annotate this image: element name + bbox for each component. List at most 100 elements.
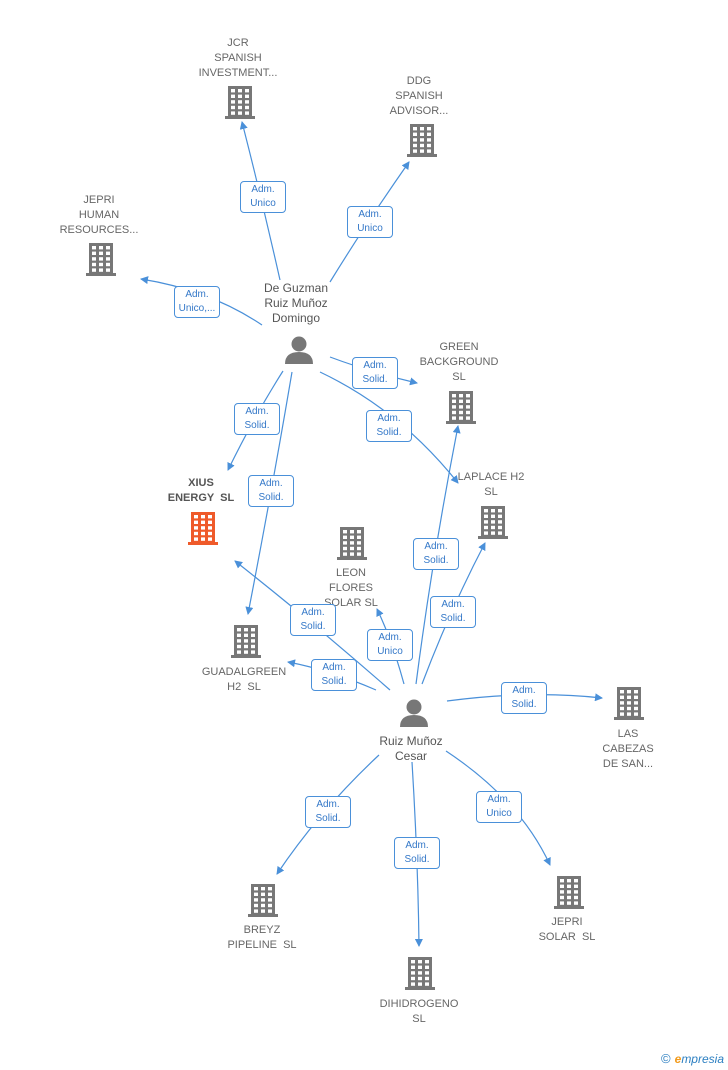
node-label-line: SPANISH xyxy=(395,90,443,102)
copyright-icon: © xyxy=(661,1051,671,1066)
building-icon[interactable] xyxy=(188,512,218,545)
edge-label-line: Adm. xyxy=(512,685,536,696)
building-icon[interactable] xyxy=(86,243,116,276)
person-icon[interactable] xyxy=(285,336,313,365)
node-label-line: Cesar xyxy=(394,749,428,763)
building-icon[interactable] xyxy=(248,884,278,917)
edge-label-line: Adm. xyxy=(316,799,340,810)
empresia-logo[interactable]: ©empresia xyxy=(661,1051,724,1066)
edge-label-line: Adm. xyxy=(301,607,325,618)
edge-label-line: Solid. xyxy=(258,492,284,503)
node-label-line: Domingo xyxy=(271,311,321,325)
brand-initial: e xyxy=(674,1052,682,1066)
edge-label-line: Solid. xyxy=(376,427,402,438)
person-icon[interactable] xyxy=(400,699,428,728)
edge-label-cesar-to-las_cabezas[interactable]: Adm. Solid. xyxy=(501,682,547,714)
edge-label-guzman-to-green_bg[interactable]: Adm.Solid. xyxy=(352,357,398,389)
building-icon[interactable] xyxy=(478,506,508,539)
node-label-line: BACKGROUND xyxy=(419,356,499,368)
edge-label-line: Adm. xyxy=(378,632,402,643)
edge-label-line: Solid. xyxy=(321,676,347,687)
edge-label-cesar-to-leon[interactable]: Adm.Unico xyxy=(367,629,413,661)
edge-label-line: Solid. xyxy=(362,374,388,385)
edge-label-line: Solid. xyxy=(244,420,270,431)
node-label-line: GUADALGREEN xyxy=(201,666,287,678)
building-icon[interactable] xyxy=(554,876,584,909)
edge-label-line: Adm. xyxy=(405,840,429,851)
edge-label-line: Adm. xyxy=(185,289,209,300)
node-label-line: Ruiz Muñoz xyxy=(264,296,328,310)
node-label-line: SOLAR SL xyxy=(538,931,596,943)
edge-label-cesar-to-jepri_solar[interactable]: Adm. Unico xyxy=(476,791,522,823)
node-label-line: JEPRI xyxy=(83,194,115,206)
edge-label-guzman-to-xius[interactable]: Adm.Solid. xyxy=(234,403,280,435)
edge-label-cesar-to-laplace[interactable]: Adm.Solid. xyxy=(430,596,476,628)
node-label-las_cabezas[interactable]: LAS CABEZAS DE SAN... xyxy=(602,727,653,772)
building-icon[interactable] xyxy=(337,527,367,560)
node-label-line: LAPLACE H2 xyxy=(457,471,525,483)
node-label-line: HUMAN xyxy=(78,209,120,221)
node-label-line: Ruiz Muñoz xyxy=(379,734,443,748)
edge-label-line: Adm. xyxy=(377,413,401,424)
node-label-line: ADVISOR... xyxy=(389,105,449,117)
node-label-line: RESOURCES... xyxy=(59,224,139,236)
node-label-line: XIUS xyxy=(188,477,214,489)
building-icon[interactable] xyxy=(225,86,255,119)
edge-label-line: Solid. xyxy=(423,555,449,566)
node-label-line: LEON xyxy=(336,567,366,579)
node-label-line: INVESTMENT... xyxy=(198,67,278,79)
edge-label-line: Adm. xyxy=(322,662,346,673)
edge-label-line: Unico xyxy=(357,223,383,234)
edge-label-line: Adm. xyxy=(487,794,511,805)
building-icon[interactable] xyxy=(407,124,437,157)
node-label-xius[interactable]: XIUS ENERGY SL xyxy=(168,476,234,506)
node-label-line: DIHIDROGENO xyxy=(379,998,459,1010)
edge-label-line: Solid. xyxy=(511,699,537,710)
edge-label-cesar-to-breyz[interactable]: Adm. Solid. xyxy=(305,796,351,828)
edge-label-line: Solid. xyxy=(315,813,341,824)
node-label-line: JEPRI xyxy=(551,916,583,928)
building-icon[interactable] xyxy=(231,625,261,658)
edge-label-guzman-to-jepri_hr[interactable]: Adm. Unico,... xyxy=(174,286,220,318)
edge-label-cesar-to-xius[interactable]: Adm. Solid. xyxy=(290,604,336,636)
building-icon[interactable] xyxy=(405,957,435,990)
node-label-line: DE SAN... xyxy=(602,758,654,770)
edge-label-line: Unico xyxy=(486,808,512,819)
edge-label-line: Unico xyxy=(250,198,276,209)
node-label-line: LAS xyxy=(617,728,639,740)
node-label-laplace[interactable]: LAPLACE H2 SL xyxy=(458,470,525,500)
node-label-line: JCR xyxy=(227,37,249,49)
edge-label-line: Unico,... xyxy=(178,303,216,314)
edge-label-line: Adm. xyxy=(251,184,275,195)
node-label-line: CABEZAS xyxy=(602,743,654,755)
edge-label-cesar-to-dihidrogeno[interactable]: Adm.Solid. xyxy=(394,837,440,869)
edge-label-line: Solid. xyxy=(440,613,466,624)
edge-label-guzman-to-laplace[interactable]: Adm. Solid. xyxy=(366,410,412,442)
node-label-jepri_solar[interactable]: JEPRI SOLAR SL xyxy=(539,915,596,945)
edge-label-guzman-to-ddg[interactable]: Adm. Unico xyxy=(347,206,393,238)
building-icon[interactable] xyxy=(446,391,476,424)
edge-label-guzman-to-guadalgreen[interactable]: Adm. Solid. xyxy=(248,475,294,507)
edge-label-line: Adm. xyxy=(358,209,382,220)
node-label-line: ENERGY SL xyxy=(167,492,235,504)
node-label-line: BREYZ xyxy=(243,924,281,936)
edge-label-cesar-to-guadalgreen[interactable]: Adm. Solid. xyxy=(311,659,357,691)
edge-label-cesar-to-green_bg[interactable]: Adm.Solid. xyxy=(413,538,459,570)
edge-label-line: Adm. xyxy=(259,478,283,489)
building-icon[interactable] xyxy=(614,687,644,720)
node-label-line: SL xyxy=(484,486,498,498)
edge-label-line: Solid. xyxy=(300,621,326,632)
edge-label-guzman-to-jcr[interactable]: Adm. Unico xyxy=(240,181,286,213)
node-label-line: SL xyxy=(452,371,466,383)
node-label-line: FLORES xyxy=(328,582,373,594)
node-label-jepri_hr[interactable]: JEPRI HUMAN RESOURCES... xyxy=(60,193,139,238)
